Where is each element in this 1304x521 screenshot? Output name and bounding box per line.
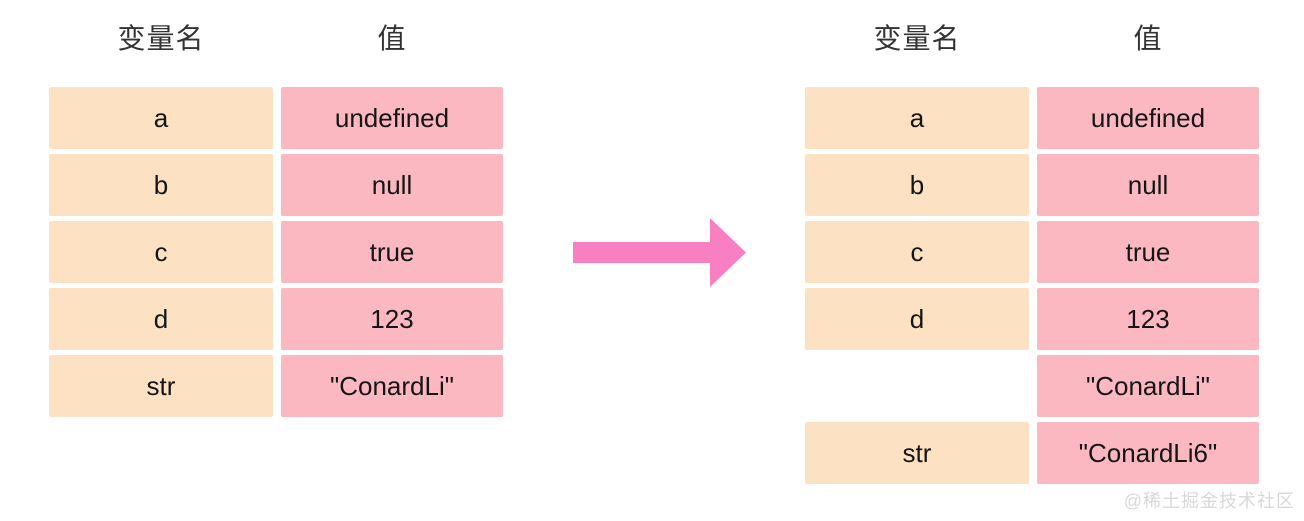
table-row: str "ConardLi" (49, 355, 503, 417)
variable-name-cell: b (49, 154, 273, 216)
table-before-header: 变量名 值 (49, 22, 503, 54)
table-row: "ConardLi" (805, 355, 1259, 417)
value-cell: true (281, 221, 503, 283)
table-row: b null (805, 154, 1259, 216)
variable-name-cell: c (49, 221, 273, 283)
variable-name-cell: str (805, 422, 1029, 484)
table-after-header: 变量名 值 (805, 22, 1259, 54)
variable-name-cell-empty (805, 355, 1029, 417)
header-variable-name: 变量名 (873, 23, 961, 54)
value-cell: undefined (1037, 87, 1259, 149)
table-row: a undefined (805, 87, 1259, 149)
header-variable-name: 变量名 (117, 23, 205, 54)
table-before: 变量名 值 a undefined b null c true d 123 st… (49, 22, 503, 422)
value-cell: "ConardLi" (281, 355, 503, 417)
table-row: d 123 (49, 288, 503, 350)
variable-name-cell: a (49, 87, 273, 149)
variable-name-cell: str (49, 355, 273, 417)
value-cell: null (281, 154, 503, 216)
table-row: str "ConardLi6" (805, 422, 1259, 484)
variable-name-cell: d (805, 288, 1029, 350)
header-value: 值 (377, 23, 407, 54)
table-row: d 123 (805, 288, 1259, 350)
watermark: @稀土掘金技术社区 (1123, 491, 1295, 511)
variable-name-cell: c (805, 221, 1029, 283)
right-arrow-shape (573, 218, 746, 287)
header-value: 值 (1133, 23, 1163, 54)
variable-name-cell: d (49, 288, 273, 350)
right-arrow-icon (573, 218, 746, 287)
variable-name-cell: a (805, 87, 1029, 149)
table-row: c true (49, 221, 503, 283)
table-row: b null (49, 154, 503, 216)
value-cell: "ConardLi6" (1037, 422, 1259, 484)
table-row: a undefined (49, 87, 503, 149)
variable-name-cell: b (805, 154, 1029, 216)
value-cell: 123 (281, 288, 503, 350)
value-cell: null (1037, 154, 1259, 216)
value-cell: "ConardLi" (1037, 355, 1259, 417)
value-cell: 123 (1037, 288, 1259, 350)
transition-arrow (570, 215, 750, 290)
value-cell: undefined (281, 87, 503, 149)
table-after: 变量名 值 a undefined b null c true d 123 "C… (805, 22, 1259, 489)
table-row: c true (805, 221, 1259, 283)
value-cell: true (1037, 221, 1259, 283)
